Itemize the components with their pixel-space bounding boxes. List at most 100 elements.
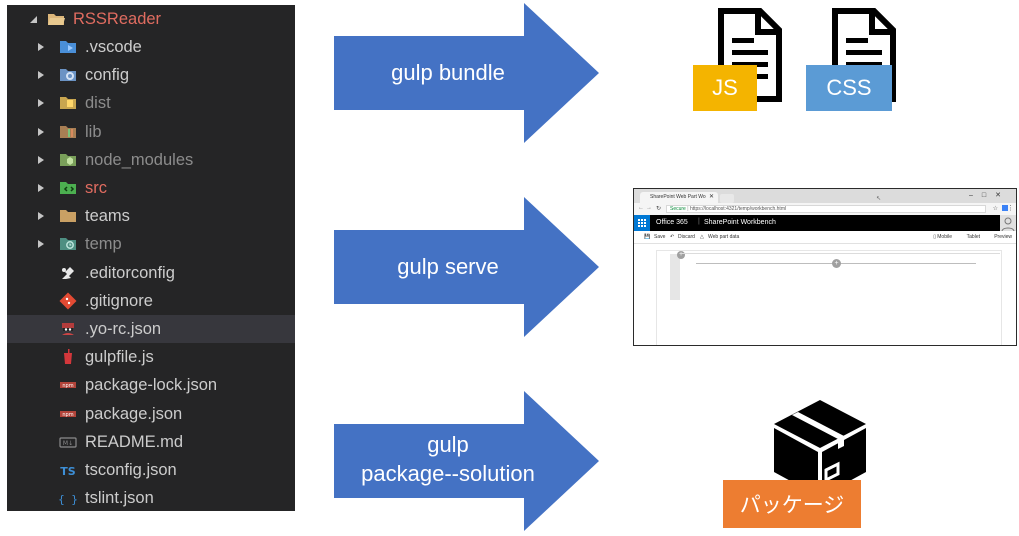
svg-text:npm: npm xyxy=(62,383,73,389)
gulp-package-solution-arrow: gulp package--solution xyxy=(334,391,606,531)
forward-icon[interactable]: → xyxy=(646,205,652,211)
file-explorer-panel: RSSReader .vscode config dist lib node_modul… xyxy=(7,5,295,511)
close-icon[interactable]: ✕ xyxy=(708,194,714,200)
add-web-part-icon[interactable]: + xyxy=(832,259,841,268)
gulp-package-line2: package--solution xyxy=(361,461,535,486)
svg-text:M↓: M↓ xyxy=(63,440,73,447)
tree-item[interactable]: node_modules xyxy=(7,146,295,174)
yeoman-icon xyxy=(59,320,77,338)
tree-item[interactable]: .gitignore xyxy=(7,287,295,315)
npm-icon: npm xyxy=(59,405,77,423)
gulp-bundle-label: gulp bundle xyxy=(391,60,505,85)
svg-text:npm: npm xyxy=(62,412,73,418)
tree-item[interactable]: dist xyxy=(7,89,295,117)
web-part-data-button[interactable]: Web part data xyxy=(708,234,740,240)
chevron-right-icon[interactable] xyxy=(35,154,47,166)
tree-item[interactable]: teams xyxy=(7,202,295,230)
svg-text:{ }: { } xyxy=(59,493,77,506)
folder-icon xyxy=(59,207,77,225)
package-tag: パッケージ xyxy=(723,480,861,528)
lib-folder-icon xyxy=(59,123,77,141)
tree-item-label: tslint.json xyxy=(85,489,154,508)
gulp-serve-label: gulp serve xyxy=(397,254,499,279)
dist-folder-icon xyxy=(59,94,77,112)
workbench-page-area xyxy=(656,250,1002,345)
indent-spacer xyxy=(35,267,47,279)
indent-spacer xyxy=(35,323,47,335)
tree-item-label: package-lock.json xyxy=(85,376,218,395)
save-button[interactable]: Save xyxy=(654,234,666,240)
markdown-icon: M↓ xyxy=(59,433,77,451)
warning-icon: △ xyxy=(700,234,704,240)
tree-item[interactable]: src xyxy=(7,174,295,202)
indent-spacer xyxy=(35,492,47,504)
discard-button[interactable]: Discard xyxy=(678,234,695,240)
url-input[interactable]: Secure | https://localhost:4321/temp/wor… xyxy=(666,205,986,213)
tree-item-label: .yo-rc.json xyxy=(85,320,162,338)
menu-icon[interactable]: ⋮ xyxy=(1007,205,1014,212)
tree-item-label: config xyxy=(85,66,130,85)
tree-item-label: dist xyxy=(85,94,111,113)
chevron-right-icon[interactable] xyxy=(35,126,47,138)
avatar[interactable] xyxy=(1000,215,1016,232)
tree-item[interactable]: M↓README.md xyxy=(7,428,295,456)
npm-icon: npm xyxy=(59,376,77,394)
mobile-button[interactable]: Mobile xyxy=(937,234,952,240)
tree-item-label: node_modules xyxy=(85,150,194,169)
window-controls[interactable]: –□✕ xyxy=(969,192,1010,199)
save-icon: 💾 xyxy=(644,234,651,240)
tree-item-label: teams xyxy=(85,207,130,226)
chevron-right-icon[interactable] xyxy=(35,41,47,53)
chevron-right-icon[interactable] xyxy=(35,97,47,109)
tree-item[interactable]: npm package.json xyxy=(7,400,295,428)
tree-item[interactable]: TS tsconfig.json xyxy=(7,456,295,484)
browser-tab-strip: SharePoint Web Part Wo ✕ ↖ –□✕ xyxy=(634,189,1016,203)
tree-item[interactable]: .editorconfig xyxy=(7,259,295,287)
star-icon[interactable]: ☆ xyxy=(992,206,998,212)
tree-item-label: tsconfig.json xyxy=(85,461,177,479)
tablet-button[interactable]: Tablet xyxy=(966,234,980,240)
extension-icon[interactable] xyxy=(1002,205,1008,211)
tree-item[interactable]: npm package-lock.json xyxy=(7,371,295,399)
app-name: SharePoint Workbench xyxy=(704,219,776,226)
chevron-right-icon[interactable] xyxy=(35,182,47,194)
tree-item[interactable]: temp xyxy=(7,230,295,258)
tree-item[interactable]: { } tslint.json xyxy=(7,484,295,511)
package-box-icon xyxy=(772,398,868,503)
back-icon[interactable]: ← xyxy=(638,205,644,211)
chevron-down-icon[interactable] xyxy=(27,13,39,25)
open-folder-icon xyxy=(47,10,65,28)
add-section-icon[interactable]: + xyxy=(677,251,685,259)
gulp-icon xyxy=(59,348,77,366)
tree-item[interactable]: .vscode xyxy=(7,33,295,61)
typescript-icon: TS xyxy=(59,461,77,479)
tree-item-label: lib xyxy=(85,122,102,141)
tree-root-rssreader[interactable]: RSSReader xyxy=(7,5,295,33)
git-icon xyxy=(59,292,77,310)
indent-spacer xyxy=(35,436,47,448)
gulp-serve-arrow: gulp serve xyxy=(334,197,606,337)
tree-item[interactable]: .yo-rc.json xyxy=(7,315,295,343)
indent-spacer xyxy=(35,408,47,420)
chevron-right-icon[interactable] xyxy=(35,69,47,81)
tree-item[interactable]: gulpfile.js xyxy=(7,343,295,371)
chevron-right-icon[interactable] xyxy=(35,210,47,222)
indent-spacer xyxy=(35,351,47,363)
browser-tab[interactable]: SharePoint Web Part Wo ✕ xyxy=(640,192,718,203)
mobile-icon: ▯ xyxy=(933,234,936,240)
chevron-right-icon[interactable] xyxy=(35,238,47,250)
cursor-icon: ↖ xyxy=(876,196,882,202)
tree-item-label: package.json xyxy=(85,404,183,423)
office365-suite-bar: Office 365 | SharePoint Workbench xyxy=(634,215,1016,232)
tree-item[interactable]: lib xyxy=(7,118,295,146)
indent-spacer xyxy=(35,295,47,307)
tree-item[interactable]: config xyxy=(7,61,295,89)
js-bundle-tag: JS xyxy=(693,65,757,111)
svg-text:TS: TS xyxy=(60,465,76,478)
suite-name[interactable]: Office 365 xyxy=(656,219,688,226)
new-tab-button[interactable] xyxy=(720,194,734,203)
app-launcher-icon[interactable] xyxy=(634,215,650,231)
reload-icon[interactable]: ↻ xyxy=(656,206,662,212)
tree-item-label: src xyxy=(85,179,107,197)
preview-button[interactable]: Preview xyxy=(994,234,1012,240)
